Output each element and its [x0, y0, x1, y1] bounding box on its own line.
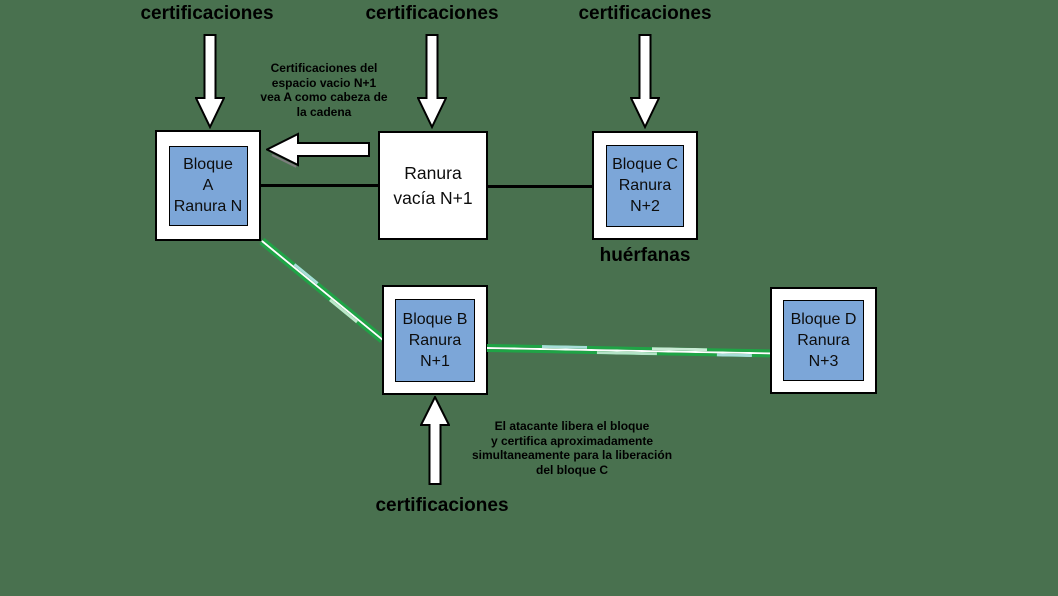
block-a-inner: Bloque A Ranura N [168, 145, 248, 226]
block-d-inner: Bloque D Ranura N+3 [783, 300, 864, 381]
attacker-note: El atacante libera el bloque y certifica… [458, 419, 686, 477]
block-a-label: Bloque [183, 156, 233, 173]
block-c: Bloque C Ranura N+2 [592, 131, 698, 240]
block-c-label: N+2 [630, 198, 660, 215]
connector-a-to-empty-slot [261, 184, 379, 187]
note-line: y certifica aproximadamente [490, 433, 654, 448]
block-a-label: A [202, 177, 214, 194]
certifications-label-top-right: certificaciones [578, 3, 712, 24]
block-b-label: Bloque B [402, 310, 468, 328]
block-c-label: Ranura [618, 177, 672, 194]
certifications-label-bottom: certificaciones [375, 495, 509, 516]
certifications-label-top-middle: certificaciones [365, 3, 499, 24]
note-line: la cadena [296, 104, 352, 119]
block-b: Bloque B Ranura N+1 [382, 285, 488, 395]
connector-empty-slot-to-c [487, 185, 593, 188]
certifications-label-top-left: certificaciones [140, 3, 274, 24]
note-line: Certificaciones del [270, 61, 378, 75]
block-b-label: N+1 [420, 352, 450, 370]
empty-slot-label: Ranura vacía N+1 [393, 161, 472, 211]
note-line: El atacante libera el bloque [494, 419, 650, 433]
green-connector-a-to-b [259, 237, 386, 343]
block-d-label: N+3 [808, 353, 839, 370]
block-b-label: Ranura [408, 331, 462, 349]
empty-slot-line: Ranura [404, 162, 462, 183]
block-d: Bloque D Ranura N+3 [770, 287, 877, 394]
down-arrow-icon [417, 34, 447, 129]
block-b-inner: Bloque B Ranura N+1 [395, 298, 475, 382]
note-line: vea A como cabeza de [260, 90, 388, 104]
empty-slot-line: vacía N+1 [393, 187, 473, 208]
orphans-label: huérfanas [599, 245, 691, 266]
block-d-label: Bloque D [790, 311, 857, 328]
green-connector-b-to-d [486, 344, 784, 358]
block-a-label: Ranura N [173, 198, 243, 215]
note-line: del bloque C [536, 462, 608, 477]
block-c-label: Bloque C [612, 156, 678, 173]
empty-slot-note: Certificaciones del espacio vacio N+1 ve… [249, 61, 399, 119]
block-d-label: Ranura [797, 332, 850, 349]
block-c-inner: Bloque C Ranura N+2 [606, 144, 684, 227]
up-arrow-icon [420, 396, 450, 485]
block-a: Bloque A Ranura N [155, 130, 261, 241]
empty-slot-box: Ranura vacía N+1 [378, 131, 488, 240]
down-arrow-icon [630, 34, 660, 129]
down-arrow-icon [195, 34, 225, 129]
note-line: simultaneamente para la liberación [471, 448, 673, 462]
left-arrow-icon [266, 132, 370, 167]
note-line: espacio vacio N+1 [271, 75, 377, 90]
